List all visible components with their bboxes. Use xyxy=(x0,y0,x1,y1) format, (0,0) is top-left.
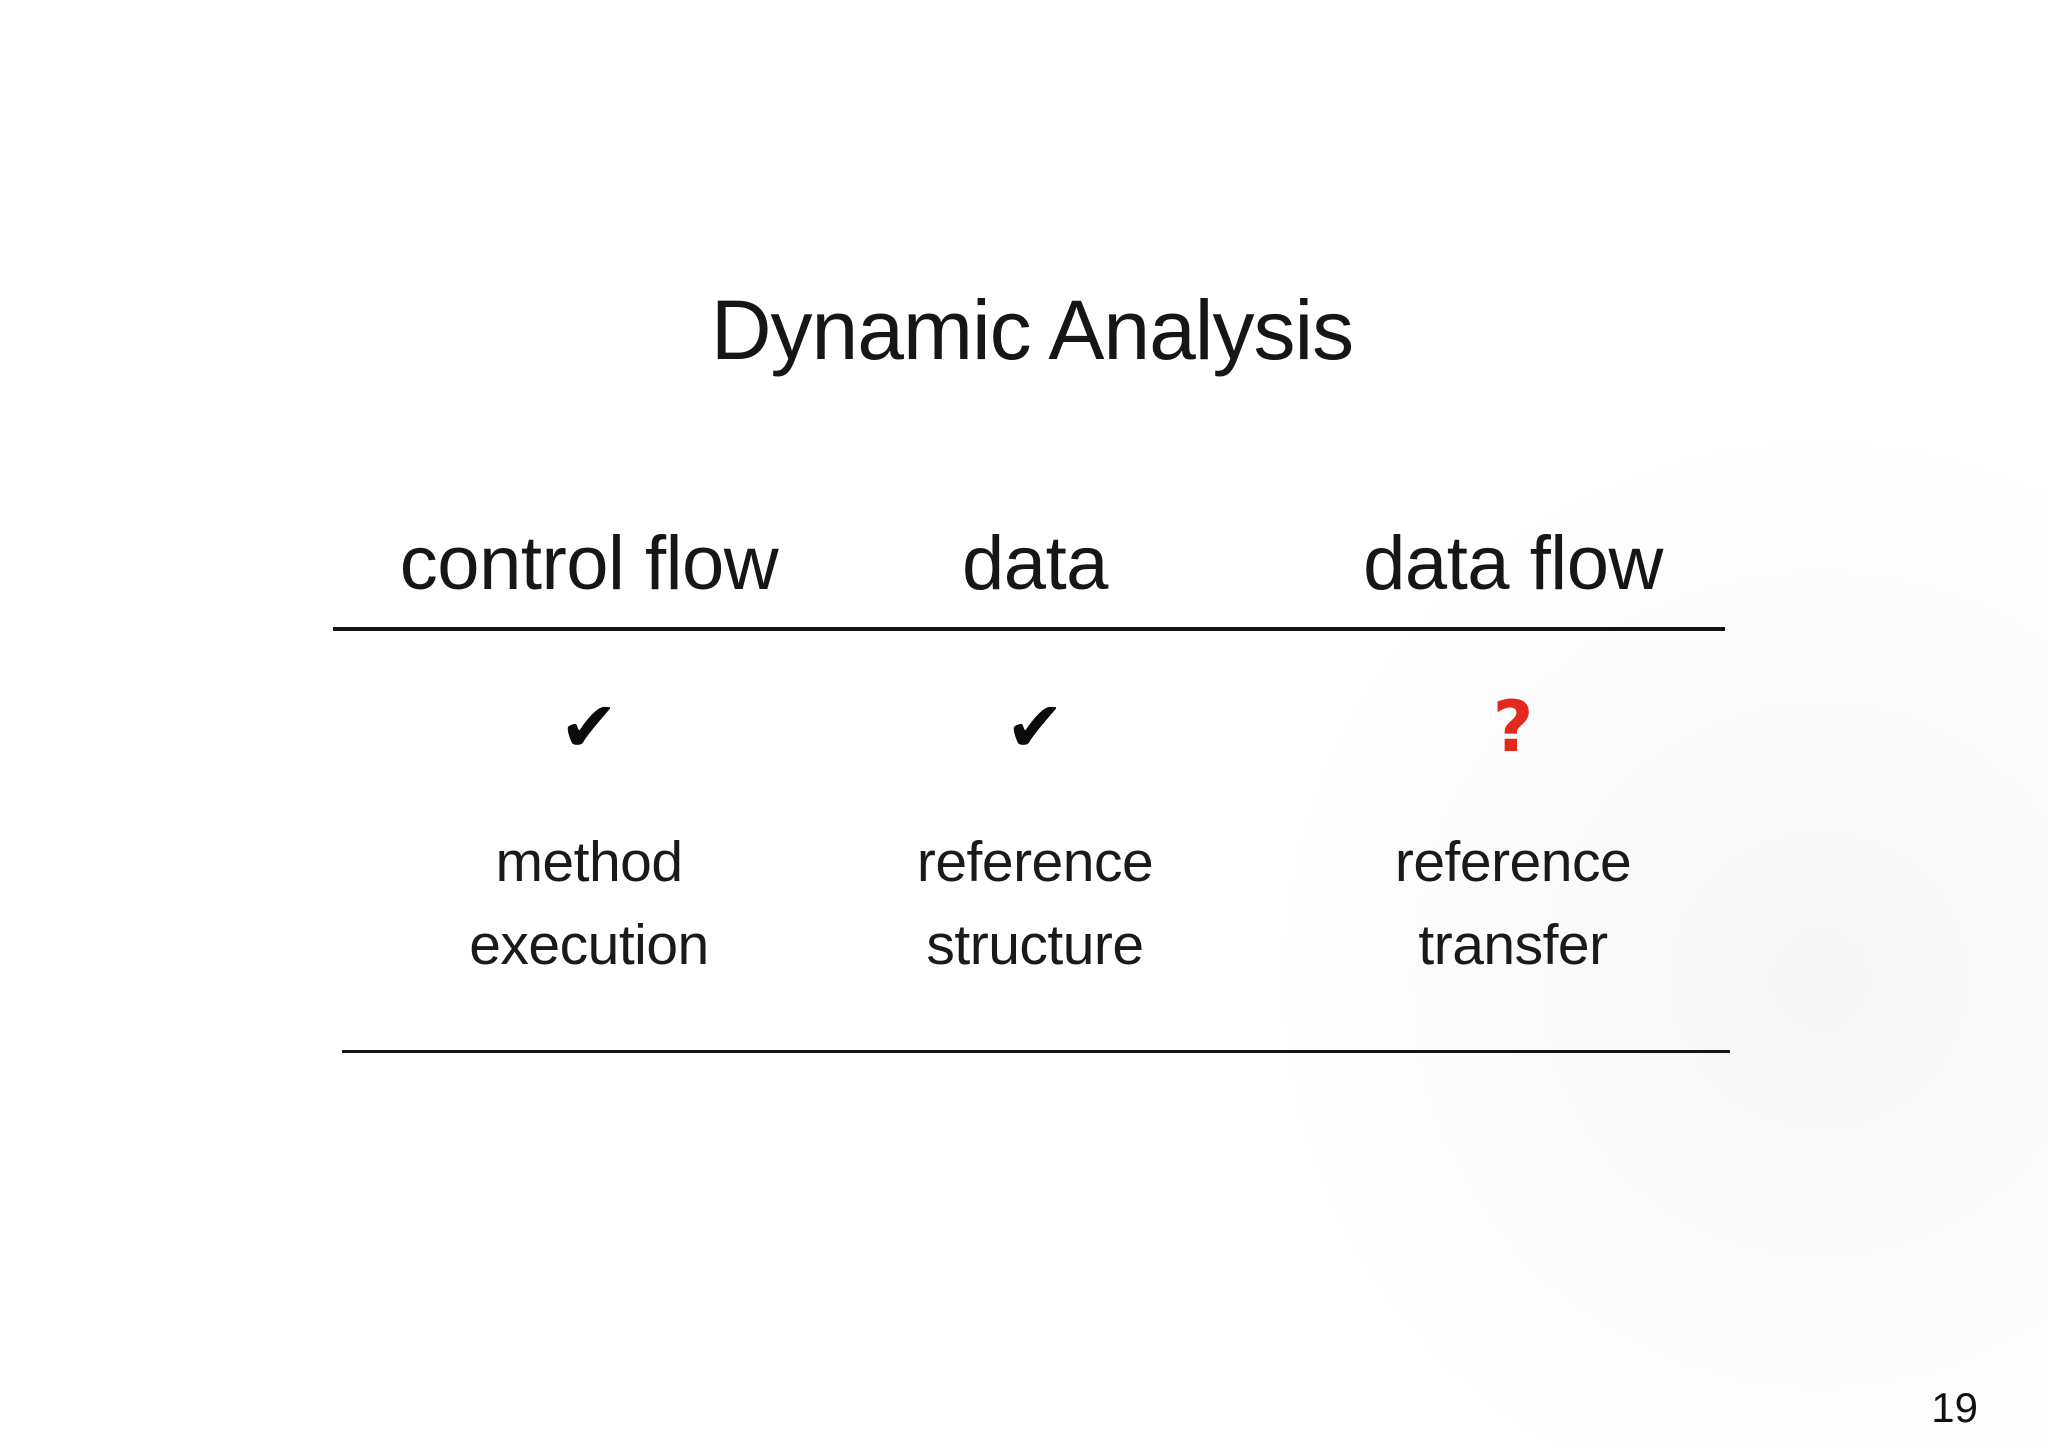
slide-title: Dynamic Analysis xyxy=(710,283,1354,377)
column-header-data: data xyxy=(962,521,1108,606)
question-mark-icon: ? xyxy=(1492,686,1534,768)
column-label-data-flow: reference transfer xyxy=(1253,821,1773,987)
column-label-data: reference structure xyxy=(775,821,1295,987)
column-header-control-flow: control flow xyxy=(399,521,779,606)
label-line: reference xyxy=(1394,830,1632,894)
label-line: structure xyxy=(926,913,1144,977)
label-line: method xyxy=(495,830,683,894)
column-data: data ✔ reference structure xyxy=(775,522,1295,987)
label-line: reference xyxy=(916,830,1154,894)
column-control-flow: control flow ✔ method execution xyxy=(329,522,849,987)
column-header-data-flow: data flow xyxy=(1363,521,1663,606)
label-line: transfer xyxy=(1418,913,1608,977)
label-line: execution xyxy=(469,913,709,977)
page-number: 19 xyxy=(1931,1384,1978,1431)
checkmark-icon: ✔ xyxy=(1005,686,1065,768)
checkmark-icon: ✔ xyxy=(559,686,619,768)
column-data-flow: data flow ? reference transfer xyxy=(1253,522,1773,987)
table-bottom-rule xyxy=(342,1050,1730,1053)
table-top-rule xyxy=(333,627,1725,631)
column-label-control-flow: method execution xyxy=(329,821,849,987)
